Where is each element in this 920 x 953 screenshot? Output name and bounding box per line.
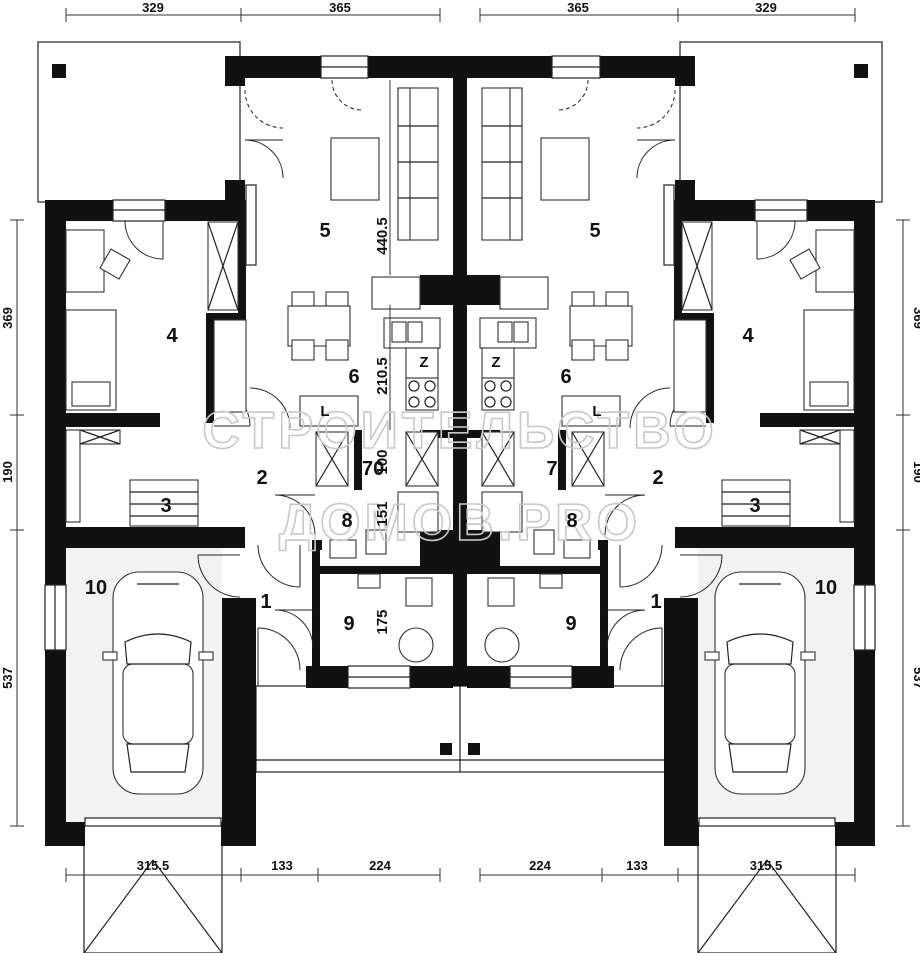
room-9-right: 9 xyxy=(565,613,576,635)
room-1-left: 1 xyxy=(260,591,271,613)
dim-top-2: 365 xyxy=(329,0,351,15)
dim-top-4: 329 xyxy=(755,0,777,15)
watermark-line1: СТРОИТЕЛЬСТВО xyxy=(202,402,718,460)
dim-living: 440.5 xyxy=(374,217,391,255)
room-6-left: 6 xyxy=(348,366,359,388)
room-1-right: 1 xyxy=(650,591,661,613)
dim-top-3: 365 xyxy=(567,0,589,15)
dimension-lines xyxy=(10,8,910,882)
room-8-right: 8 xyxy=(566,510,577,532)
room-3-right: 3 xyxy=(749,495,760,517)
room-10-right: 10 xyxy=(815,577,837,599)
car-left xyxy=(102,571,214,795)
room-4-right: 4 xyxy=(742,325,754,347)
room-9-left: 9 xyxy=(343,613,354,635)
dim-bottom-3: 224 xyxy=(369,858,391,873)
dim-wc: 175 xyxy=(374,609,391,634)
dim-left-2: 190 xyxy=(0,461,15,483)
room-5-left: 5 xyxy=(319,220,330,242)
dim-left-3: 537 xyxy=(0,667,15,689)
furniture xyxy=(65,87,855,755)
dim-bottom-6: 315.5 xyxy=(750,858,783,873)
walls xyxy=(45,56,875,846)
dim-bottom-4: 224 xyxy=(529,858,551,873)
room-10-left: 10 xyxy=(85,577,107,599)
dim-kitchen: 210.5 xyxy=(374,357,391,395)
wardrobe-label-right: L xyxy=(592,403,601,420)
appliance-labels: Z Z L L xyxy=(320,354,601,420)
room-8-left: 8 xyxy=(341,510,352,532)
dim-pantry: 70 xyxy=(362,458,384,480)
room-7-right: 7 xyxy=(546,458,557,480)
dim-left-1: 369 xyxy=(0,307,15,329)
fridge-label-right: Z xyxy=(491,354,500,371)
dim-top-1: 329 xyxy=(142,0,164,15)
room-numbers-right: 1 2 3 4 5 6 7 8 9 10 xyxy=(546,220,837,635)
room-2-left: 2 xyxy=(256,467,267,489)
dim-right-2: 190 xyxy=(911,461,920,483)
dim-right-3: 537 xyxy=(911,667,920,689)
room-numbers-left: 1 2 3 4 5 6 7 8 9 10 xyxy=(85,220,360,635)
wardrobe-label-left: L xyxy=(320,403,329,420)
room-6-right: 6 xyxy=(560,366,571,388)
room-4-left: 4 xyxy=(166,325,178,347)
fridge-label-left: Z xyxy=(419,354,428,371)
dim-pantry-depth: 100 xyxy=(374,449,391,474)
dim-bottom-5: 133 xyxy=(626,858,648,873)
watermark-line2: ДОМОВ.PRO xyxy=(279,494,641,552)
room-5-right: 5 xyxy=(589,220,600,242)
room-2-right: 2 xyxy=(652,467,663,489)
room-3-left: 3 xyxy=(160,495,171,517)
dim-bottom-1: 315.5 xyxy=(137,858,170,873)
dim-bottom-2: 133 xyxy=(271,858,293,873)
windows xyxy=(44,55,876,689)
dim-right-1: 369 xyxy=(911,307,920,329)
car-right xyxy=(704,571,816,795)
doors xyxy=(84,79,836,827)
dim-bath: 151 xyxy=(374,501,391,526)
dimension-labels: 329 365 365 329 315.5 133 224 224 133 31… xyxy=(0,0,920,873)
